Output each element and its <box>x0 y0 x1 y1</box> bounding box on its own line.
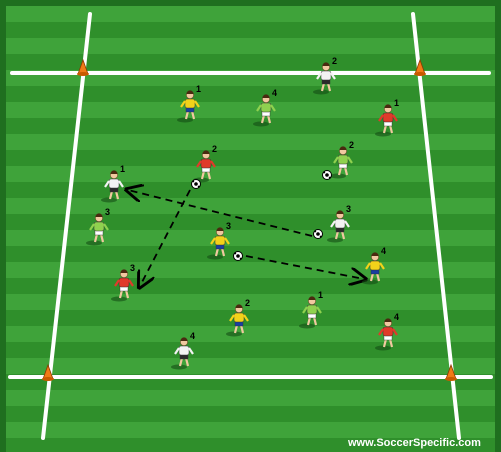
grass-stripe <box>6 22 495 38</box>
cones-layer <box>42 58 457 381</box>
player-number-label: 1 <box>394 98 399 108</box>
grass-stripe <box>6 102 495 118</box>
player-yellow-4: 4 <box>362 246 386 285</box>
player-number-label: 3 <box>226 221 231 231</box>
grass-stripe <box>6 166 495 182</box>
player-red-4: 4 <box>375 312 399 351</box>
player-yellow-2: 2 <box>226 298 250 337</box>
player-number-label: 4 <box>272 88 277 98</box>
grass-stripe <box>6 38 495 54</box>
grass-stripe <box>6 310 495 326</box>
cone-icon <box>414 58 426 76</box>
grass-stripe <box>6 358 495 374</box>
pass-arrow <box>245 255 364 279</box>
grass-stripe <box>6 278 495 294</box>
ball-icon <box>191 179 201 189</box>
website-credit: www.SoccerSpecific.com <box>347 437 481 449</box>
player-number-label: 1 <box>196 84 201 94</box>
grass-stripe <box>6 438 495 452</box>
player-green-1: 1 <box>299 290 323 329</box>
grass-stripe <box>6 262 495 278</box>
grass-stripe <box>6 6 495 22</box>
ball-icon <box>313 229 323 239</box>
player-white-4: 4 <box>171 331 195 370</box>
player-number-label: 3 <box>130 263 135 273</box>
players-layer: 2 1 4 1 1 2 2 3 3 3 4 3 2 1 4 4 <box>86 56 399 370</box>
cone-icon <box>445 363 457 381</box>
grass-stripe <box>6 326 495 342</box>
grass-stripe <box>6 342 495 358</box>
player-green-2: 2 <box>330 140 354 179</box>
player-green-3: 3 <box>86 207 110 246</box>
cone-icon <box>42 363 54 381</box>
pass-arrow <box>128 190 313 237</box>
grass-stripe <box>6 182 495 198</box>
ball-icon <box>233 251 243 261</box>
player-number-label: 2 <box>212 144 217 154</box>
grass-stripe <box>6 214 495 230</box>
player-yellow-3: 3 <box>207 221 231 260</box>
grass-stripe <box>6 86 495 102</box>
player-yellow-1: 1 <box>177 84 201 123</box>
player-white-1: 1 <box>101 164 125 203</box>
player-number-label: 3 <box>346 204 351 214</box>
balls-layer <box>191 170 332 261</box>
player-number-label: 2 <box>245 298 250 308</box>
player-number-label: 4 <box>190 331 195 341</box>
grass-stripe <box>6 198 495 214</box>
left-line <box>41 12 92 440</box>
player-number-label: 4 <box>394 312 399 322</box>
grass-stripe <box>6 406 495 422</box>
player-red-1: 1 <box>375 98 399 137</box>
cone-icon <box>77 58 89 76</box>
grass-stripe <box>6 294 495 310</box>
field-lines <box>8 12 493 440</box>
player-number-label: 2 <box>349 140 354 150</box>
grass-stripe <box>6 390 495 406</box>
player-number-label: 2 <box>332 56 337 66</box>
grass-stripe <box>6 118 495 134</box>
grass-stripe <box>6 54 495 70</box>
player-green-4: 4 <box>253 88 277 127</box>
player-number-label: 1 <box>318 290 323 300</box>
player-red-2: 2 <box>193 144 217 183</box>
grass-stripe <box>6 134 495 150</box>
player-white-2: 2 <box>313 56 337 95</box>
ball-icon <box>322 170 332 180</box>
player-number-label: 4 <box>381 246 386 256</box>
grass-stripe <box>6 246 495 262</box>
pass-arrow <box>140 189 191 286</box>
grass-stripe <box>6 150 495 166</box>
grass-stripe <box>6 422 495 438</box>
pass-arrows <box>128 190 364 286</box>
player-white-3: 3 <box>327 204 351 243</box>
player-number-label: 3 <box>105 207 110 217</box>
grass-stripe <box>6 230 495 246</box>
player-number-label: 1 <box>120 164 125 174</box>
player-red-3: 3 <box>111 263 135 302</box>
